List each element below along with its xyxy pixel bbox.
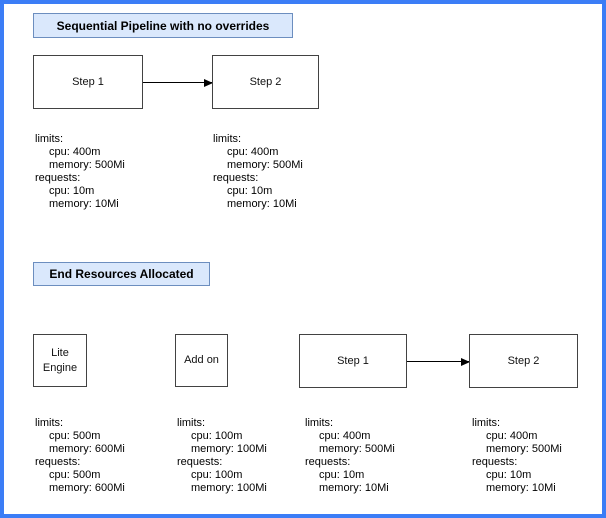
resource-line: memory: 600Mi: [49, 482, 125, 494]
resource-line: memory: 500Mi: [227, 159, 303, 171]
resource-line: requests:: [177, 456, 223, 468]
resource-line: cpu: 100m: [191, 430, 243, 442]
arrow-step1-to-step2-top: [143, 78, 213, 87]
resource-line: cpu: 400m: [227, 146, 279, 158]
resource-line: cpu: 400m: [49, 146, 101, 158]
resource-line: memory: 100Mi: [191, 443, 267, 455]
resource-block-add-on: limits: cpu: 100m memory: 100Mi requests…: [177, 417, 267, 495]
resource-block-step2-top: limits: cpu: 400m memory: 500Mi requests…: [213, 133, 303, 211]
node-step-1-top: Step 1: [33, 55, 143, 109]
resource-line: limits:: [177, 417, 206, 429]
arrowhead-icon: [461, 357, 470, 366]
resource-line: memory: 500Mi: [319, 443, 395, 455]
resource-line: requests:: [305, 456, 351, 468]
node-lite-engine: Lite Engine: [33, 334, 87, 387]
resource-line: requests:: [35, 456, 81, 468]
node-step-2-top: Step 2: [212, 55, 319, 109]
resource-line: cpu: 500m: [49, 469, 101, 481]
section-title-sequential-pipeline: Sequential Pipeline with no overrides: [33, 13, 293, 38]
resource-line: requests:: [472, 456, 518, 468]
resource-line: limits:: [305, 417, 334, 429]
resource-line: limits:: [35, 417, 64, 429]
resource-line: cpu: 10m: [227, 185, 273, 197]
section-title-end-resources: End Resources Allocated: [33, 262, 210, 286]
node-label: Add on: [184, 354, 219, 366]
resource-block-step2-bottom: limits: cpu: 400m memory: 500Mi requests…: [472, 417, 562, 495]
node-label: Step 2: [507, 354, 540, 367]
resource-line: memory: 500Mi: [49, 159, 125, 171]
resource-line: limits:: [213, 133, 242, 145]
resource-line: cpu: 10m: [486, 469, 532, 481]
resource-line: memory: 600Mi: [49, 443, 125, 455]
arrow-step1-to-step2-bottom: [407, 357, 470, 366]
node-label: Step 1: [337, 354, 369, 367]
arrowhead-icon: [204, 78, 213, 87]
diagram-canvas: Sequential Pipeline with no overrides St…: [4, 4, 602, 514]
resource-line: cpu: 100m: [191, 469, 243, 481]
resource-line: cpu: 400m: [319, 430, 371, 442]
resource-block-step1-bottom: limits: cpu: 400m memory: 500Mi requests…: [305, 417, 395, 495]
node-label: Lite Engine: [42, 346, 78, 374]
resource-line: cpu: 10m: [319, 469, 365, 481]
node-label: Step 1: [72, 75, 104, 88]
resource-block-lite-engine: limits: cpu: 500m memory: 600Mi requests…: [35, 417, 125, 495]
resource-line: cpu: 400m: [486, 430, 538, 442]
node-add-on: Add on: [175, 334, 228, 387]
resource-line: requests:: [213, 172, 259, 184]
resource-line: memory: 500Mi: [486, 443, 562, 455]
resource-line: requests:: [35, 172, 81, 184]
node-step-2-bottom: Step 2: [469, 334, 578, 388]
resource-block-step1-top: limits: cpu: 400m memory: 500Mi requests…: [35, 133, 125, 211]
resource-line: cpu: 10m: [49, 185, 95, 197]
resource-line: limits:: [472, 417, 501, 429]
resource-line: cpu: 500m: [49, 430, 101, 442]
node-step-1-bottom: Step 1: [299, 334, 407, 388]
resource-line: memory: 10Mi: [227, 198, 297, 210]
resource-line: memory: 10Mi: [49, 198, 119, 210]
node-label: Step 2: [249, 75, 282, 88]
resource-line: memory: 10Mi: [486, 482, 556, 494]
resource-line: limits:: [35, 133, 64, 145]
resource-line: memory: 100Mi: [191, 482, 267, 494]
resource-line: memory: 10Mi: [319, 482, 389, 494]
